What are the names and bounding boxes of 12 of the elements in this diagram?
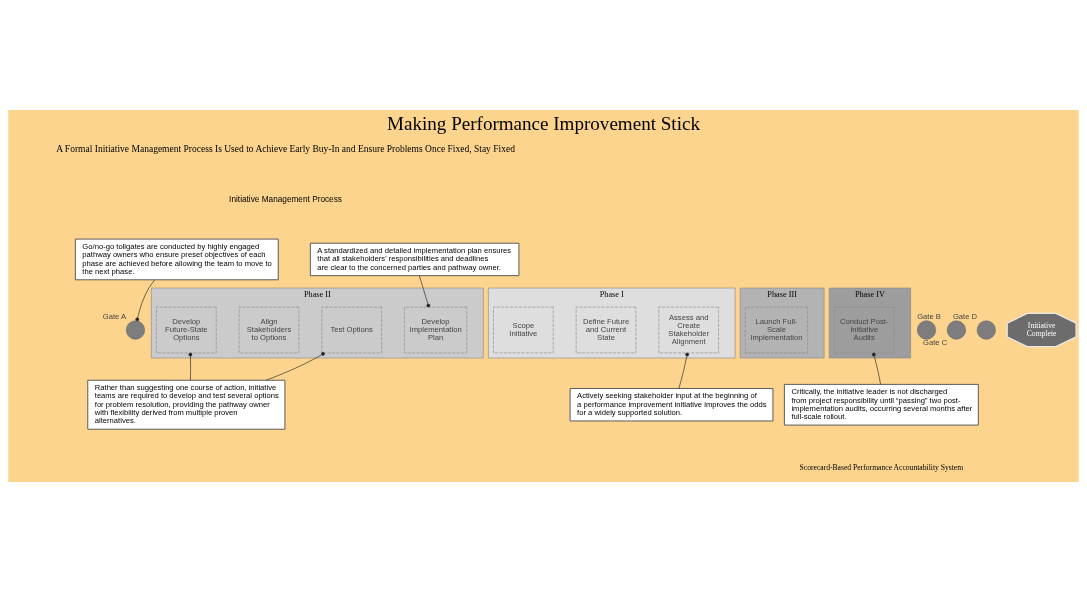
node-circle: [916, 320, 937, 340]
connector: [135, 279, 156, 322]
node-circle: [946, 320, 966, 340]
connector: [188, 352, 193, 381]
connector: [678, 352, 689, 389]
label: A Formal Initiative Management Process Is Used to Achieve Early Buy-In and Ensure Problems Once Fixed, Stay Fixed: [56, 144, 515, 155]
node-circle: [125, 320, 145, 340]
connector: [265, 352, 325, 381]
connector: [872, 352, 881, 385]
diagram-title: Making Performance Improvement Stick: [387, 113, 700, 135]
node-circle: [976, 320, 996, 340]
connector: [419, 275, 431, 308]
